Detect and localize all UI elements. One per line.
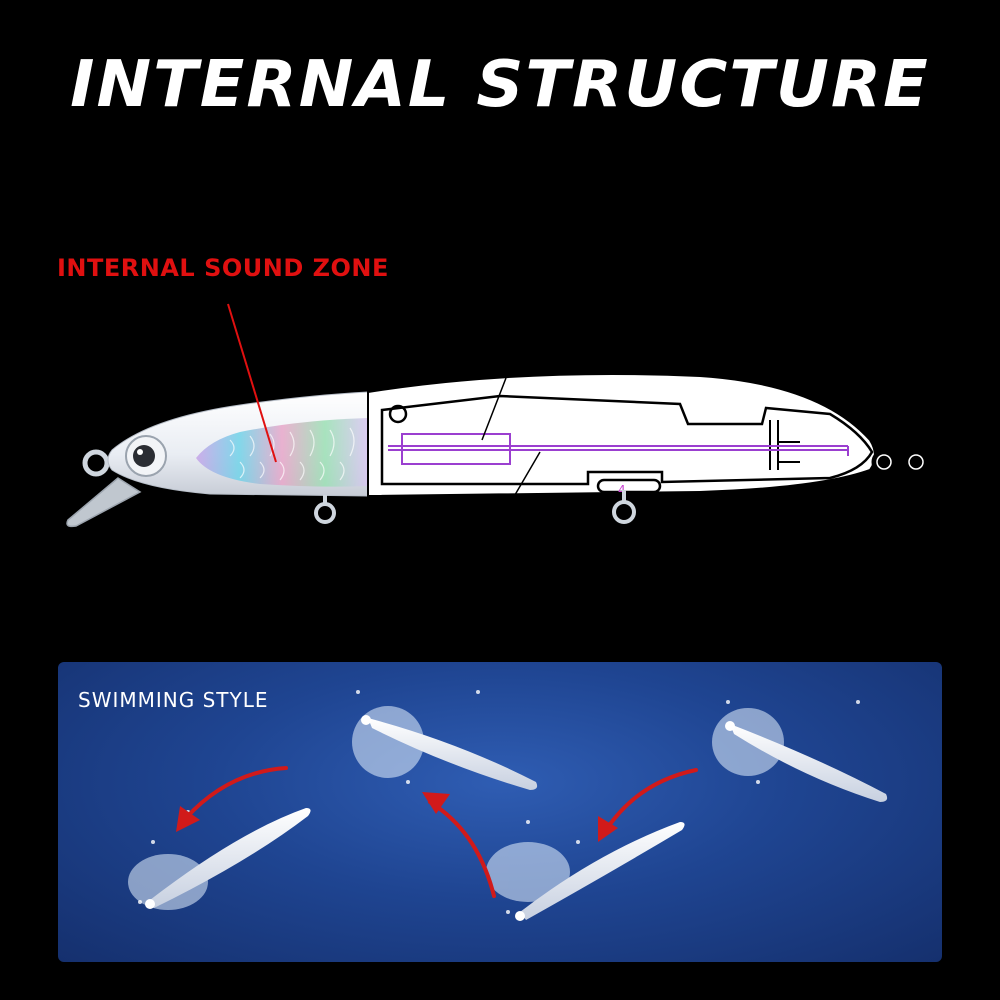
lure-lip xyxy=(66,477,142,528)
belly-eyelet-rear xyxy=(612,500,636,524)
motion-arrow xyxy=(184,766,698,898)
sound-zone-label: INTERNAL SOUND ZONE xyxy=(57,254,389,282)
swimming-style-panel: SWIMMING STYLE xyxy=(58,662,942,962)
page-title: INTERNAL STRUCTURE xyxy=(70,48,930,122)
weight-slot xyxy=(596,478,662,494)
sound-tube xyxy=(388,433,849,465)
belly-eyelet-front xyxy=(314,502,336,524)
swimming-style-title: SWIMMING STYLE xyxy=(78,688,269,712)
tail-eyelet xyxy=(871,449,929,475)
lure-diagram: 4 xyxy=(66,303,929,528)
callout-line xyxy=(227,303,277,463)
lure-pose-4 xyxy=(725,721,888,802)
lure-eye-icon xyxy=(125,435,167,477)
lure-pose-2 xyxy=(361,715,538,790)
arrow-head xyxy=(176,792,618,842)
swimming-style-illustration xyxy=(128,690,888,921)
svg-text:4: 4 xyxy=(618,483,626,497)
lure-cutaway-body xyxy=(367,373,876,498)
lure-pose-1 xyxy=(145,808,311,909)
front-eyelet xyxy=(82,449,110,477)
internal-chamber xyxy=(380,394,874,486)
lure-pose-3 xyxy=(515,822,685,921)
holographic-scales xyxy=(196,418,368,487)
water-splash xyxy=(128,706,784,910)
